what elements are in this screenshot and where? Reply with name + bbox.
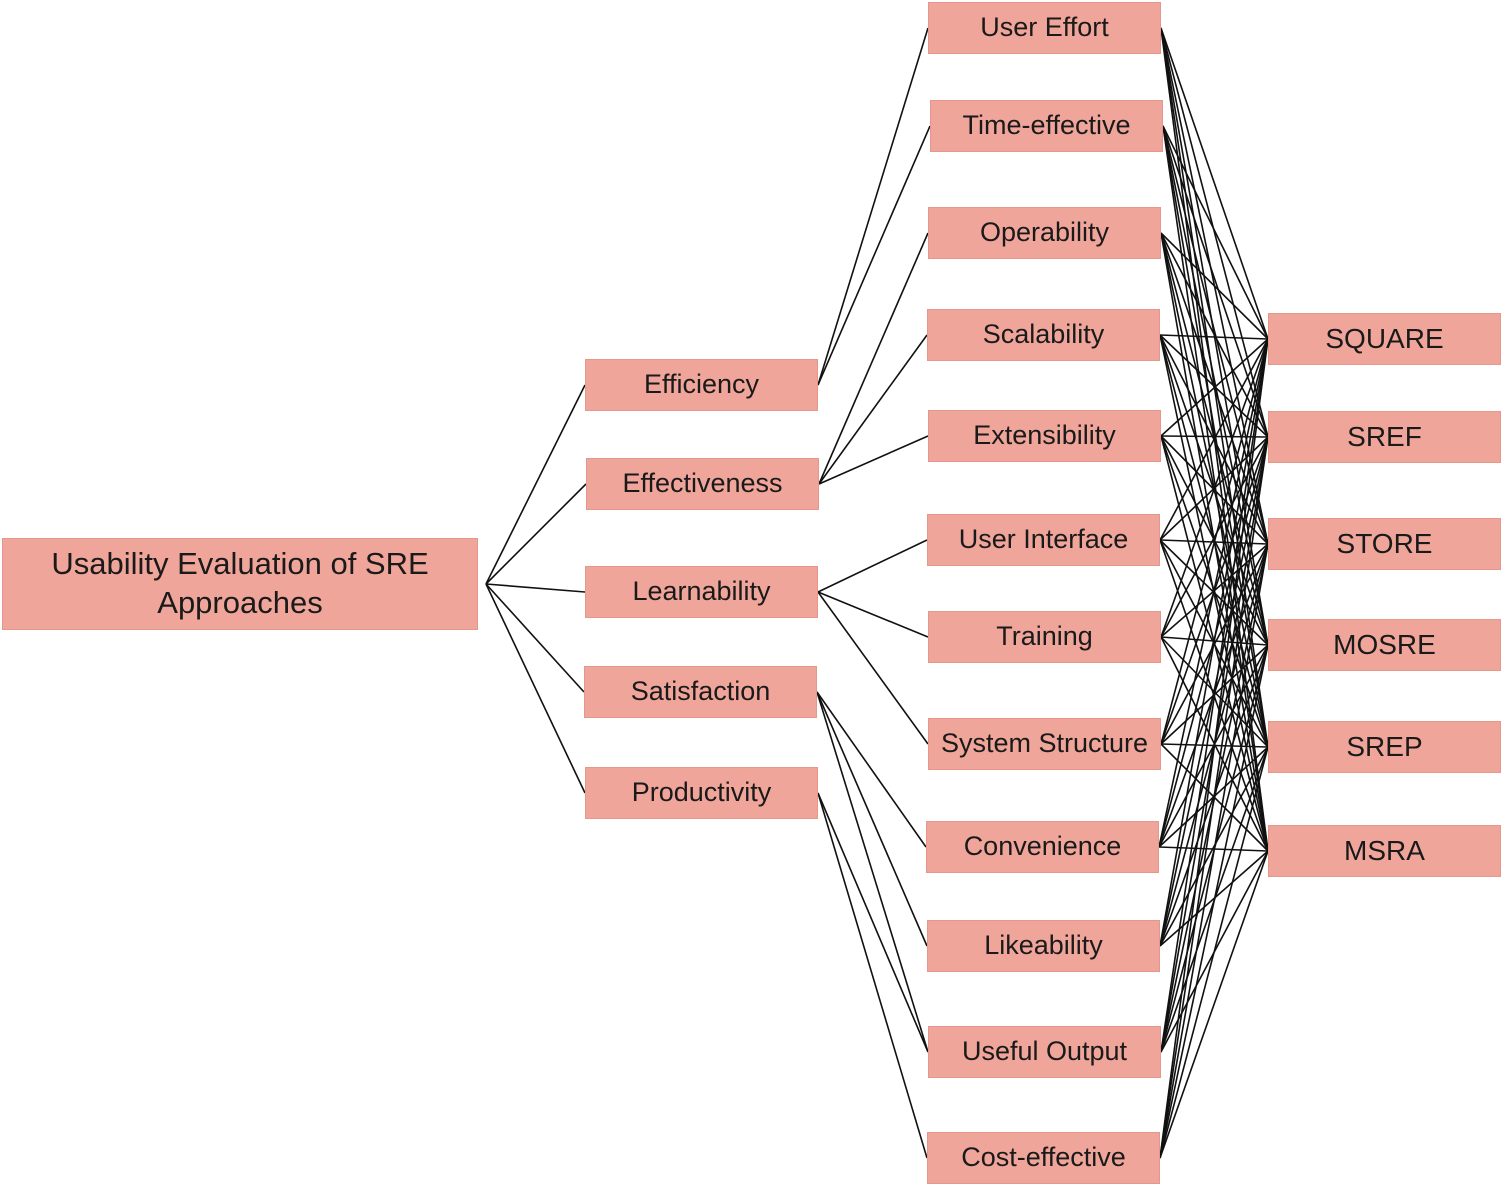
edge-efficiency-user-effort [817, 27, 929, 386]
subcriterion-extensibility: Extensibility [928, 410, 1161, 462]
subcriterion-scalability: Scalability [927, 309, 1160, 361]
edge-operability-sref [1160, 232, 1269, 438]
edge-extensibility-sref [1160, 435, 1269, 438]
edge-system-structure-square [1160, 338, 1269, 745]
edge-satisfaction-convenience [816, 691, 927, 848]
edge-user-interface-square [1159, 338, 1269, 541]
edge-training-square [1160, 338, 1269, 638]
edge-likeability-square [1159, 338, 1269, 947]
approach-srep: SREP [1268, 721, 1501, 773]
subcriterion-operability: Operability [928, 207, 1161, 259]
approach-msra: MSRA [1268, 825, 1501, 877]
approach-square: SQUARE [1268, 313, 1501, 365]
edge-cost-effective-store [1159, 543, 1269, 1159]
approach-mosre: MOSRE [1268, 619, 1501, 671]
edge-efficiency-time-effective [817, 125, 931, 386]
root-node: Usability Evaluation of SRE Approaches [2, 538, 478, 630]
edge-extensibility-square [1160, 338, 1269, 437]
edge-satisfaction-likeability [816, 691, 928, 947]
edge-cost-effective-msra [1159, 850, 1269, 1159]
edge-root-satisfaction [485, 583, 585, 693]
edge-productivity-cost-effective [817, 792, 928, 1159]
edge-satisfaction-useful-output [816, 691, 929, 1053]
edge-likeability-sref [1159, 436, 1269, 947]
approach-sref: SREF [1268, 411, 1501, 463]
edge-user-effort-square [1160, 27, 1269, 340]
edge-root-effectiveness [485, 483, 587, 585]
edge-cost-effective-square [1159, 338, 1269, 1159]
edge-cost-effective-sref [1159, 436, 1269, 1159]
subcriterion-likeability: Likeability [927, 920, 1160, 972]
subcriterion-cost-effective: Cost-effective [927, 1132, 1160, 1184]
edge-time-effective-square [1162, 125, 1269, 340]
edge-learnability-training [817, 591, 929, 638]
edge-useful-output-square [1160, 338, 1269, 1053]
edge-user-effort-sref [1160, 27, 1269, 438]
criterion-efficiency: Efficiency [585, 359, 818, 411]
edge-scalability-square [1159, 334, 1269, 340]
edge-learnability-user-interface [817, 539, 928, 593]
subcriterion-system-structure: System Structure [928, 718, 1161, 770]
criterion-learnability: Learnability [585, 566, 818, 618]
criterion-effectiveness: Effectiveness [586, 458, 819, 510]
approach-store: STORE [1268, 518, 1501, 570]
subcriterion-training: Training [928, 611, 1161, 663]
subcriterion-user-interface: User Interface [927, 514, 1160, 566]
edge-effectiveness-extensibility [818, 435, 929, 485]
edge-learnability-system-structure [817, 591, 929, 745]
edge-convenience-square [1158, 338, 1269, 848]
edge-time-effective-sref [1162, 125, 1269, 438]
edge-cost-effective-srep [1159, 746, 1269, 1159]
edge-effectiveness-operability [818, 232, 929, 485]
edge-effectiveness-scalability [818, 334, 928, 485]
edge-time-effective-mosre [1162, 125, 1269, 646]
edge-root-productivity [485, 583, 586, 794]
subcriterion-time-effective: Time-effective [930, 100, 1163, 152]
criterion-satisfaction: Satisfaction [584, 666, 817, 718]
edge-root-learnability [485, 583, 586, 593]
subcriterion-convenience: Convenience [926, 821, 1159, 873]
edge-root-efficiency [485, 384, 586, 585]
edge-productivity-useful-output [817, 792, 929, 1053]
subcriterion-useful-output: Useful Output [928, 1026, 1161, 1078]
edge-operability-square [1160, 232, 1269, 340]
edge-cost-effective-mosre [1159, 644, 1269, 1159]
criterion-productivity: Productivity [585, 767, 818, 819]
subcriterion-user-effort: User Effort [928, 2, 1161, 54]
